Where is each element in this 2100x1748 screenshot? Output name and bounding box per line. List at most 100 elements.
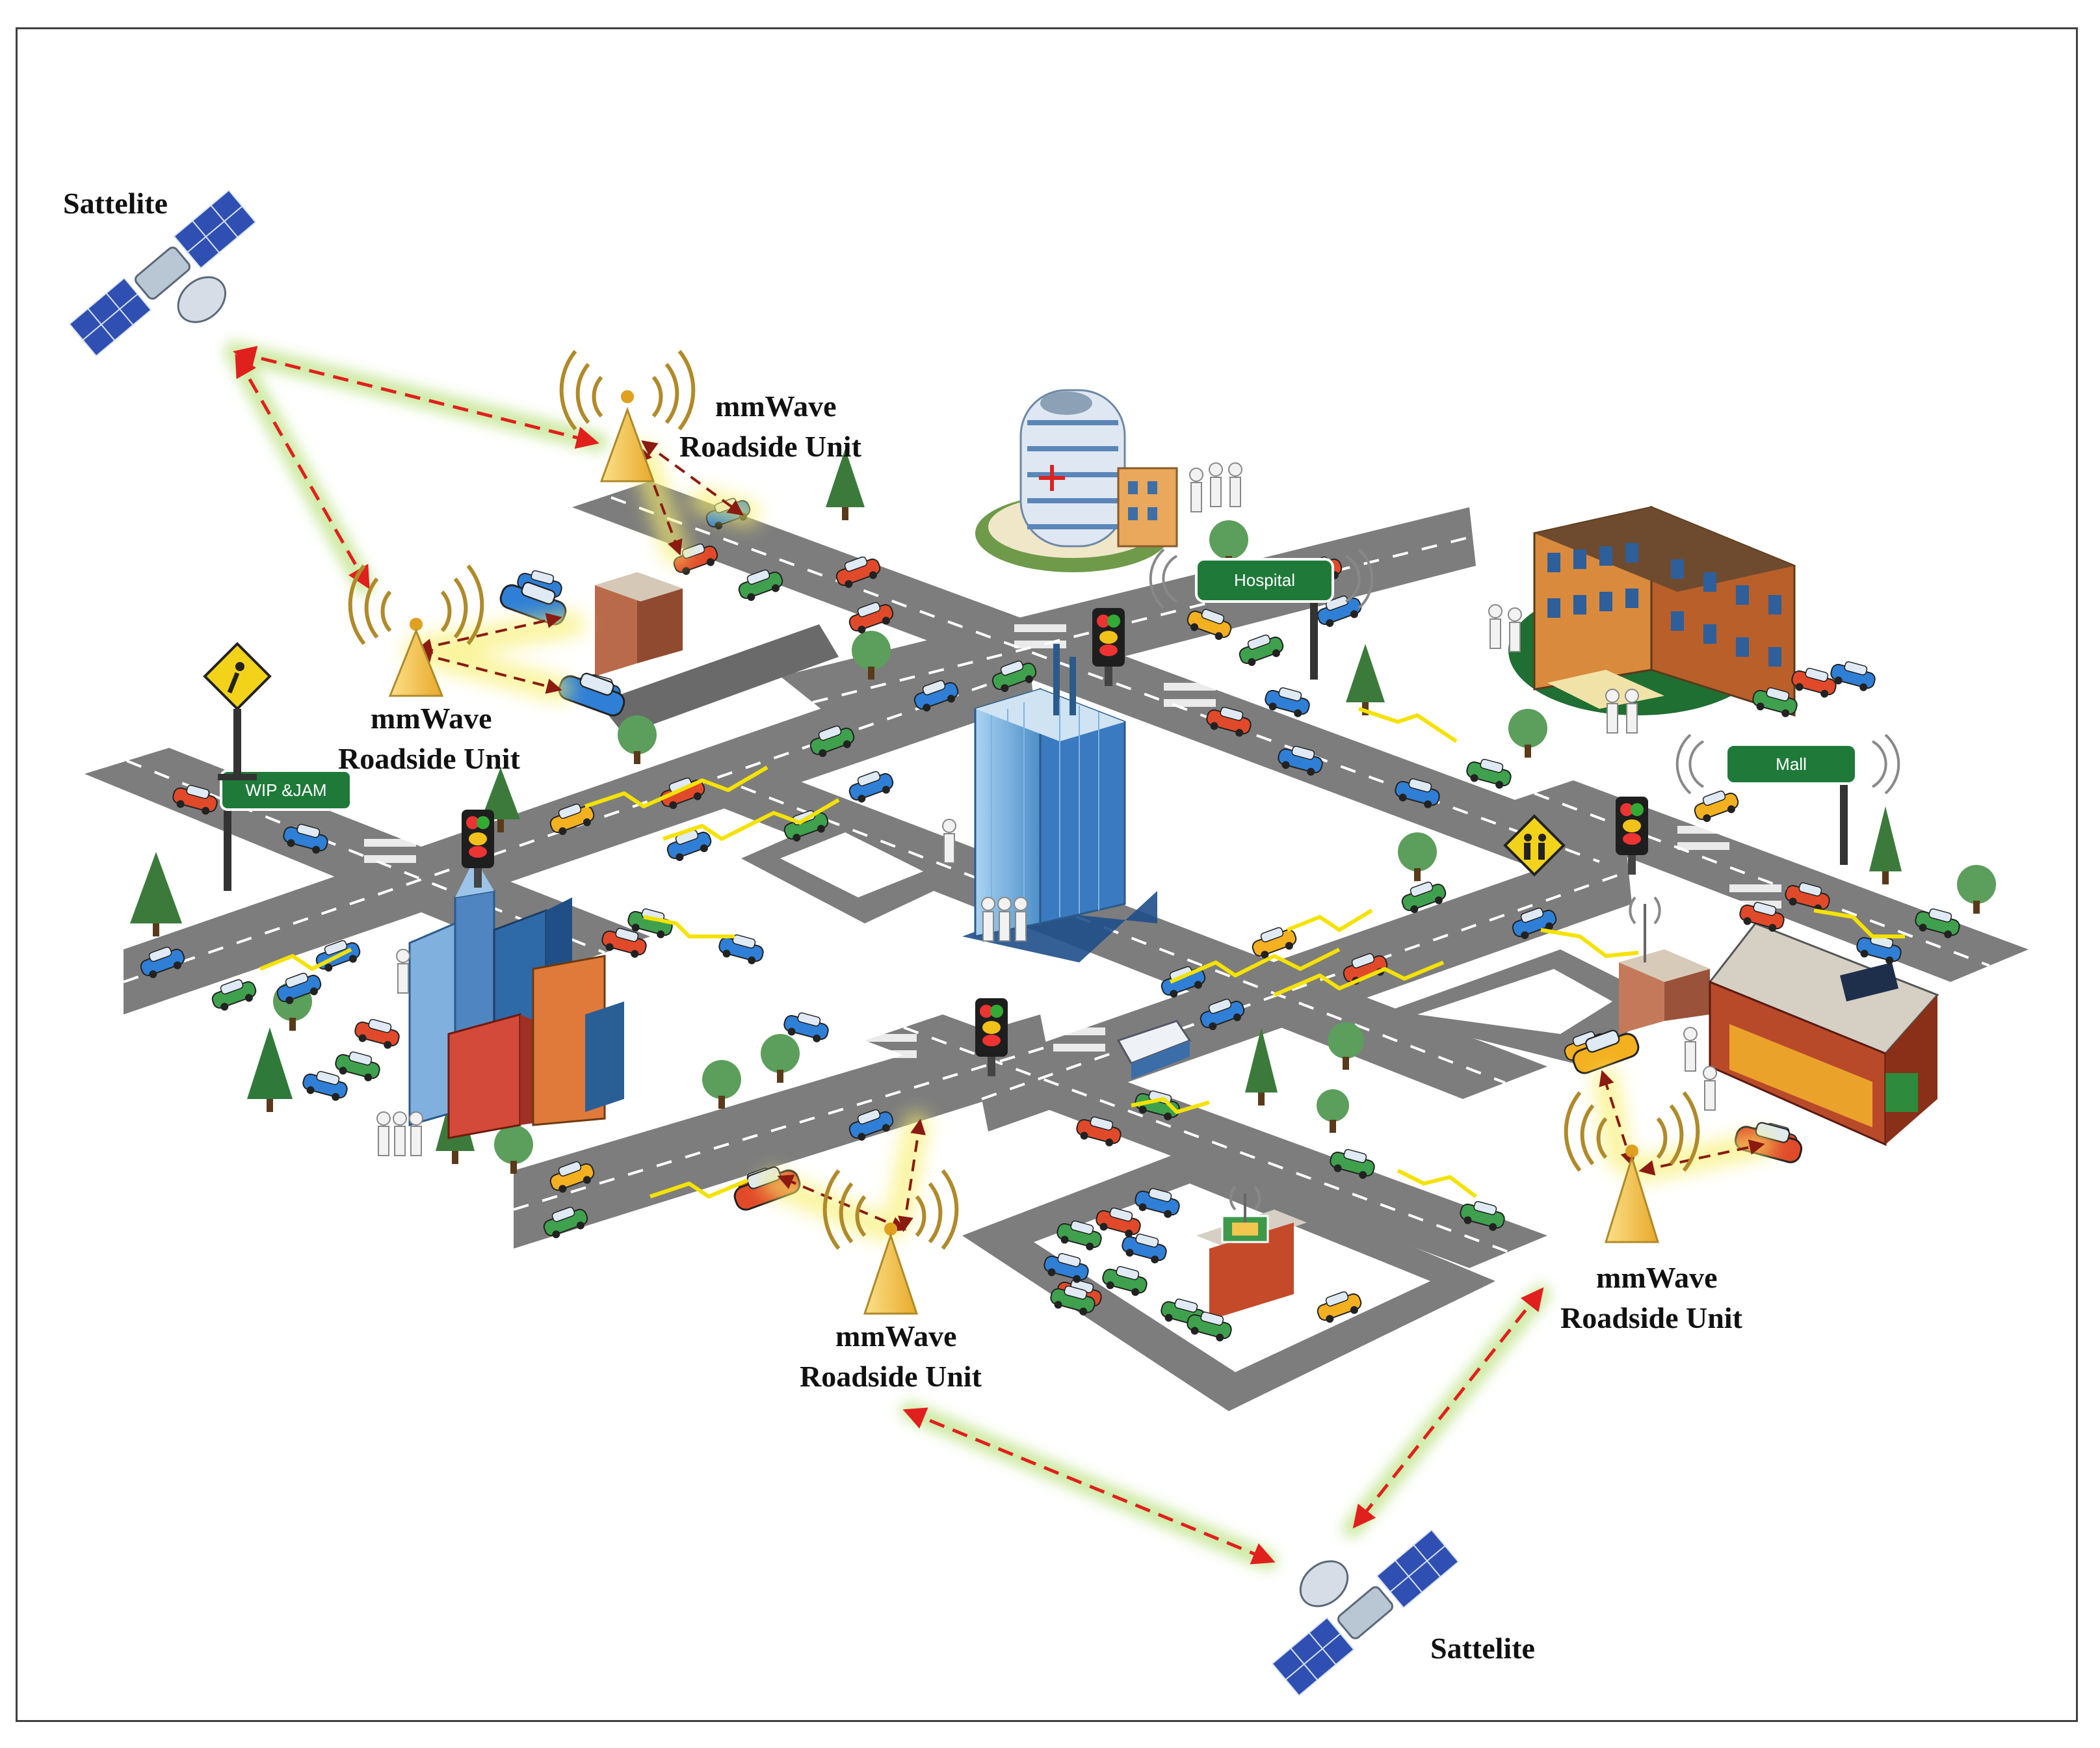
glass-office-tower [962, 644, 1157, 962]
car-icon [1252, 927, 1297, 959]
rsu-right-label-line1: mmWave [1596, 1261, 1718, 1294]
satellite-links [233, 345, 1544, 1565]
hospital-sign-text: Hospital [1234, 570, 1295, 590]
tree-icon [494, 1125, 533, 1174]
tree-icon [826, 449, 865, 520]
car-icon [1187, 1311, 1232, 1342]
bus-icon [1116, 1020, 1192, 1079]
car-icon [1739, 901, 1785, 932]
satellite-bottom-label: Sattelite [1430, 1632, 1535, 1665]
car-icon [283, 823, 328, 854]
car-icon [1043, 1252, 1089, 1283]
rsu-tower-top [559, 350, 696, 483]
small-building [595, 572, 683, 676]
tree-icon [1346, 644, 1385, 715]
car-icon [302, 1070, 348, 1101]
car-icon [835, 556, 881, 589]
car-icon [1856, 934, 1902, 964]
car-icon [718, 934, 764, 964]
car-icon [1057, 1220, 1102, 1251]
car-icon [1161, 966, 1206, 998]
car-icon [848, 1109, 894, 1141]
mall-sign-text: Mall [1776, 754, 1807, 774]
traffic-light-icon [1616, 797, 1648, 875]
car-icon [140, 946, 185, 979]
car-icon [1395, 778, 1440, 808]
antenna-icon [1229, 896, 1661, 1223]
car-icon [276, 972, 322, 1005]
tree-icon [1245, 1027, 1278, 1106]
car-icon [783, 1012, 829, 1042]
satellite-top-label: Sattelite [63, 187, 168, 220]
car-icon [335, 1051, 380, 1081]
car-icon [172, 784, 218, 815]
hospital-sign: Hospital [1149, 548, 1374, 680]
car-icon [666, 829, 712, 862]
tree-icon [1398, 832, 1437, 881]
tree-icon [618, 715, 657, 764]
people-group [1189, 462, 1242, 512]
small-building [1619, 949, 1710, 1034]
people-group [942, 819, 1028, 942]
car-icon [1572, 1029, 1640, 1074]
school-crossing-sign-icon [1503, 814, 1566, 877]
traffic-light-icon [975, 998, 1008, 1076]
car-icon [1466, 758, 1512, 789]
tree-icon [761, 1034, 800, 1083]
rsu-bottom-label-line1: mmWave [835, 1319, 957, 1353]
rsu-top-label-line1: mmWave [715, 390, 837, 423]
tree-icon [130, 852, 182, 936]
construction-sign-icon [203, 642, 272, 780]
rsu-tower-left [348, 564, 484, 697]
car-icon [1187, 609, 1232, 641]
rsu-right-label-line2: Roadside Unit [1560, 1301, 1743, 1334]
tree-icon [1957, 865, 1996, 914]
rsu-top-label-line2: Roadside Unit [679, 430, 862, 463]
restaurant-building [1708, 922, 1939, 1146]
tree-icon [852, 631, 891, 680]
car-icon [354, 1018, 400, 1049]
tree-icon [1328, 1022, 1364, 1070]
tree-icon [481, 767, 520, 832]
tree-icon [1508, 709, 1547, 758]
car-icon [1239, 634, 1284, 667]
car-icon [1460, 1200, 1505, 1231]
car-icon [211, 979, 257, 1011]
car-icon [549, 803, 595, 836]
car-icon [1076, 1116, 1122, 1146]
car-icon [1135, 1187, 1180, 1218]
rsu-tower-bottom [822, 1169, 959, 1315]
car-icon [1122, 1233, 1167, 1264]
car-icon [1791, 667, 1837, 698]
mall-sign: Mall [1675, 734, 1900, 865]
car-icon [543, 1206, 588, 1239]
rsu-left-label-line2: Roadside Unit [338, 742, 521, 775]
car-icon [601, 927, 647, 958]
car-icon [848, 771, 894, 803]
traffic-lights [462, 608, 1648, 1076]
car-icon [1265, 687, 1310, 717]
car-icon [1915, 908, 1960, 938]
car-icon [1206, 706, 1252, 737]
car-icon [848, 602, 894, 634]
car-icon [1785, 882, 1830, 912]
rsu-tower-right [1564, 1091, 1700, 1243]
tree-icon [1317, 1089, 1349, 1133]
people-group [1488, 604, 1639, 734]
people-group [376, 949, 423, 1156]
tree-icon [247, 1027, 293, 1112]
v2v-lightning-links [259, 707, 1905, 1198]
car-icon [1401, 881, 1447, 914]
parking-store [1196, 1210, 1307, 1320]
brick-building [1508, 505, 1796, 717]
car-icon [991, 660, 1037, 693]
vehicles [140, 497, 1960, 1342]
v2i-links [416, 440, 1765, 1232]
traffic-light-icon [462, 810, 494, 888]
car-icon [1512, 907, 1557, 940]
car-icon [558, 672, 625, 717]
car-icon [1102, 1265, 1148, 1296]
city-skyline [408, 858, 624, 1139]
car-icon [1330, 1148, 1375, 1179]
